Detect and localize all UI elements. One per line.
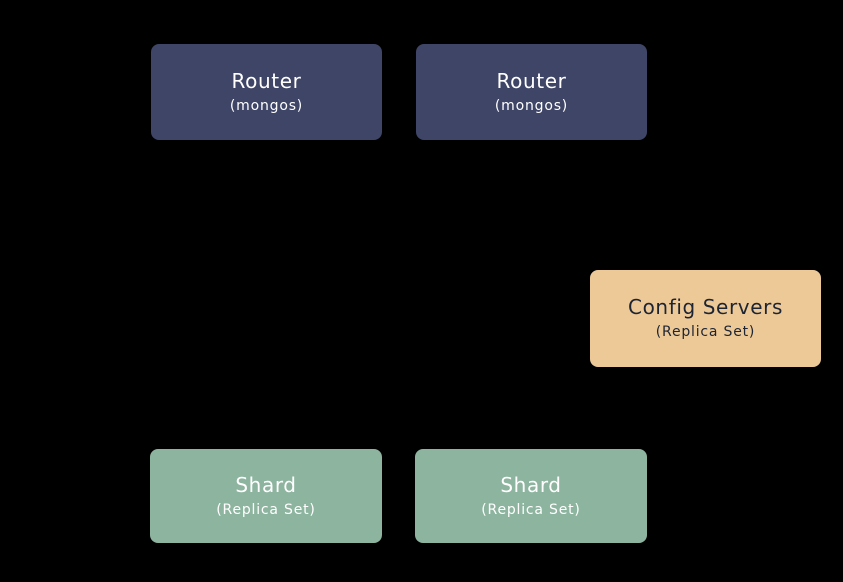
node-router-2: Router (mongos) <box>416 44 647 140</box>
node-shard-2-title: Shard <box>500 472 562 497</box>
node-router-1: Router (mongos) <box>151 44 382 140</box>
node-shard-1: Shard (Replica Set) <box>150 449 382 543</box>
node-shard-2: Shard (Replica Set) <box>415 449 647 543</box>
node-shard-1-title: Shard <box>235 472 297 497</box>
node-shard-2-subtitle: (Replica Set) <box>481 501 581 518</box>
node-config-servers-title: Config Servers <box>628 295 783 320</box>
node-router-1-title: Router <box>231 68 302 93</box>
node-router-2-title: Router <box>496 68 567 93</box>
node-config-servers-subtitle: (Replica Set) <box>655 324 756 341</box>
node-config-servers: Config Servers (Replica Set) <box>590 270 821 367</box>
node-router-2-subtitle: (mongos) <box>494 97 569 114</box>
node-router-1-subtitle: (mongos) <box>229 97 304 114</box>
node-shard-1-subtitle: (Replica Set) <box>216 501 316 518</box>
